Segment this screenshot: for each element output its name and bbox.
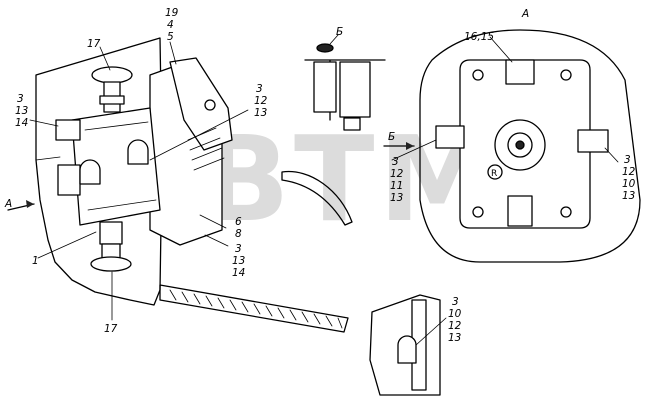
pedal-lever bbox=[169, 57, 233, 151]
bolt-bl bbox=[472, 206, 484, 218]
callout-10-lower: 10 bbox=[448, 308, 462, 320]
callout-12-right: 12 bbox=[622, 166, 636, 178]
view-arrow-a bbox=[7, 200, 35, 211]
callout-3-lower: 3 bbox=[452, 296, 459, 308]
callout-12-mid: 12 bbox=[254, 95, 268, 107]
view-b-knob bbox=[316, 43, 334, 53]
valve-r-mark: R bbox=[491, 169, 497, 179]
bolt-br bbox=[560, 206, 572, 218]
callout-6: 6 bbox=[235, 216, 242, 228]
valve-body-detail bbox=[84, 121, 157, 211]
bottom-detail bbox=[369, 294, 441, 396]
callout-12-lower: 12 bbox=[448, 320, 462, 332]
callout-3-right: 3 bbox=[624, 154, 631, 166]
callout-12-center: 12 bbox=[390, 168, 404, 180]
view-b-detail bbox=[304, 43, 386, 131]
left-fitting-top bbox=[55, 119, 81, 141]
panel-inner-line bbox=[35, 156, 61, 161]
callout-5: 5 bbox=[167, 31, 174, 43]
view-a-right-fitting bbox=[577, 129, 609, 153]
callout-3-center: 3 bbox=[392, 156, 399, 168]
callout-8: 8 bbox=[235, 228, 242, 240]
callout-labels: 17 19 4 5 3 13 14 3 12 13 1 6 8 3 13 14 … bbox=[4, 7, 636, 344]
view-arrow-b bbox=[383, 142, 415, 150]
boot-ribs bbox=[187, 127, 225, 171]
view-a-bottom-fitting bbox=[507, 195, 533, 227]
callout-17-top: 17 bbox=[87, 38, 101, 50]
bottom-handle-17 bbox=[90, 221, 132, 272]
view-a-center-hole bbox=[515, 140, 525, 150]
callout-4: 4 bbox=[167, 19, 174, 31]
callout-3-left: 3 bbox=[17, 93, 24, 105]
callout-17-bottom: 17 bbox=[104, 323, 118, 335]
arrow-a-label: А bbox=[4, 198, 12, 210]
callout-13-left: 13 bbox=[15, 105, 28, 117]
bolt-tr bbox=[560, 69, 572, 81]
callout-13-right: 13 bbox=[622, 190, 635, 202]
left-fitting-mid bbox=[57, 164, 81, 196]
elbow-fitting-mid bbox=[127, 139, 149, 165]
bottom-detail-elbow bbox=[397, 335, 417, 364]
callout-10-right: 10 bbox=[622, 178, 636, 190]
arrow-b-label: Б bbox=[388, 131, 395, 143]
view-b-valve-right bbox=[339, 61, 371, 118]
callout-1: 1 bbox=[32, 255, 39, 267]
view-b-valve-left bbox=[313, 61, 337, 113]
callout-16-15: 16,15 bbox=[464, 31, 494, 43]
bolt-tl bbox=[472, 69, 484, 81]
bottom-detail-outline bbox=[369, 294, 441, 396]
view-a-top-fitting bbox=[505, 59, 535, 85]
top-handle-17 bbox=[91, 66, 133, 113]
view-b-nut bbox=[343, 117, 361, 131]
callout-3-bottom: 3 bbox=[235, 243, 242, 255]
view-a-r-marker bbox=[487, 164, 503, 180]
callout-13-mid: 13 bbox=[254, 107, 267, 119]
view-a-title: А bbox=[521, 8, 529, 20]
callout-13-center: 13 bbox=[390, 192, 403, 204]
view-a-left-fitting bbox=[435, 125, 465, 149]
callout-14-bottom: 14 bbox=[232, 267, 245, 279]
callout-11-center: 11 bbox=[390, 180, 403, 192]
callout-13-lower: 13 bbox=[448, 332, 461, 344]
main-side-view bbox=[7, 37, 353, 333]
view-a-cab-outline bbox=[419, 29, 641, 263]
callout-19: 19 bbox=[165, 7, 179, 19]
pedal-curve bbox=[281, 170, 353, 226]
floor-insulation-strip bbox=[159, 284, 349, 333]
leader-lines bbox=[29, 34, 619, 346]
callout-14-left: 14 bbox=[15, 117, 28, 129]
view-a-detail: R bbox=[383, 29, 641, 263]
view-b-title: Б bbox=[336, 26, 343, 38]
elbow-fitting-left bbox=[79, 159, 101, 185]
callout-13-bottom: 13 bbox=[232, 255, 245, 267]
pivot-pin bbox=[204, 99, 216, 111]
callout-3-mid: 3 bbox=[256, 83, 263, 95]
